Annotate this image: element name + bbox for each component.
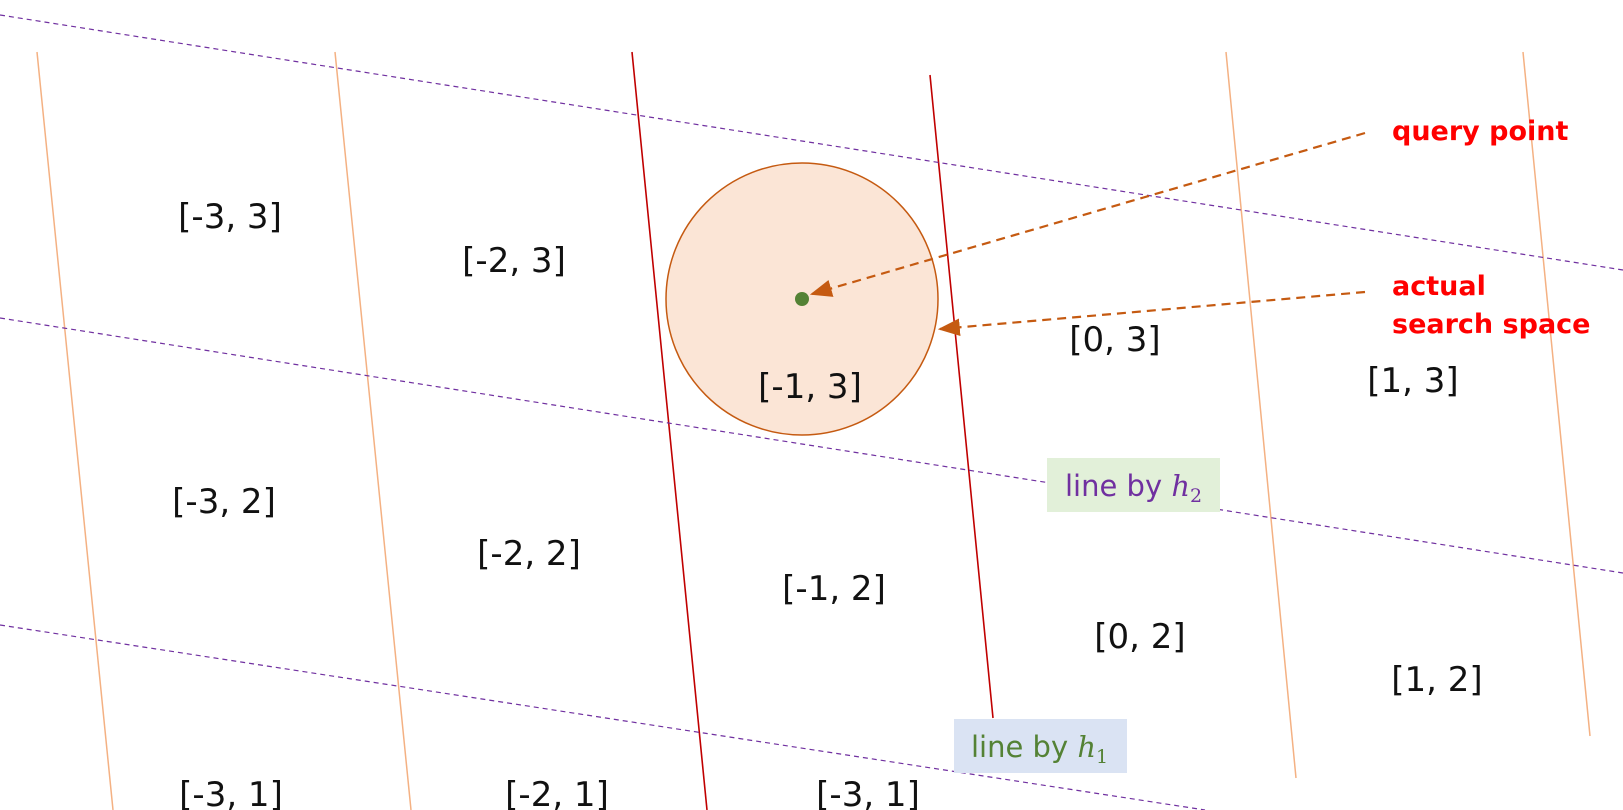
query-point-label: query point — [1392, 116, 1569, 147]
query-point — [795, 292, 809, 306]
h2-line — [0, 14, 1623, 271]
tag-h2-background — [1047, 458, 1220, 512]
tag-h2-sub: 2 — [1190, 485, 1202, 507]
query-point-arrow — [809, 131, 1366, 297]
cell-label: [-3, 1] — [179, 775, 283, 810]
h1-line — [631, 51, 708, 810]
h2-line — [0, 317, 1623, 574]
cell-label: [-2, 3] — [462, 241, 566, 281]
tag-h1-text: line by h1 — [971, 730, 1108, 768]
cell-label: [-2, 1] — [505, 775, 609, 810]
cell-label: [-3, 1] — [816, 775, 920, 810]
h1-line — [334, 51, 412, 810]
cell-label: [-3, 3] — [178, 197, 282, 237]
h2-lines — [0, 14, 1623, 810]
h1-line — [1225, 51, 1297, 779]
cell-label: [-1, 3] — [758, 367, 862, 407]
h1-lines — [36, 51, 1591, 810]
tag-h2-prefix: line by — [1065, 469, 1171, 503]
tag-line-by-h2: line by h2 — [1047, 458, 1220, 512]
search-space-arrow — [937, 290, 1366, 337]
tag-h2-var: h — [1171, 469, 1190, 503]
tag-h2-text: line by h2 — [1065, 469, 1202, 507]
cell-label: [-1, 2] — [782, 569, 886, 609]
tag-line-by-h1: line by h1 — [954, 719, 1127, 773]
cell-label: [-3, 2] — [172, 482, 276, 522]
tag-h1-sub: 1 — [1096, 746, 1108, 768]
h1-line — [1522, 51, 1591, 737]
tag-h1-var: h — [1077, 730, 1096, 764]
search-space-label-line1: actual — [1392, 271, 1486, 302]
h1-line — [36, 51, 114, 810]
cell-labels: [-3, 3] [-2, 3] [-1, 3] [0, 3] [1, 3] [-… — [172, 197, 1483, 810]
h1-line — [929, 74, 994, 719]
cell-label: [1, 2] — [1391, 660, 1482, 700]
cell-label: [0, 3] — [1069, 320, 1160, 360]
cell-label: [0, 2] — [1094, 617, 1185, 657]
tag-h1-prefix: line by — [971, 730, 1077, 764]
cell-label: [-2, 2] — [477, 534, 581, 574]
search-space-label-line2: search space — [1392, 309, 1590, 340]
cell-label: [1, 3] — [1367, 361, 1458, 401]
annotation-arrows — [809, 131, 1366, 337]
tag-h1-background — [954, 719, 1127, 773]
